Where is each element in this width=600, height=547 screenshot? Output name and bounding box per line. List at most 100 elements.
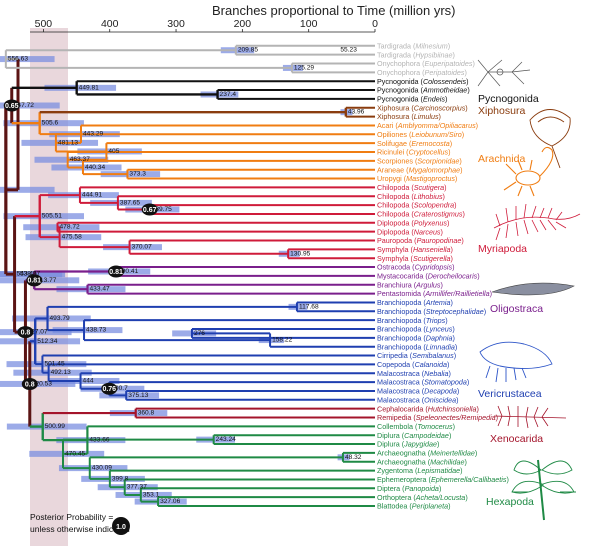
node-age-label: 478.72	[60, 224, 81, 231]
taxon-label: Branchiopoda (Limnadia)	[377, 342, 457, 351]
node-age-label: 158.22	[272, 337, 293, 344]
node-age-label: 493.79	[50, 315, 71, 322]
axis-title: Branches proportional to Time (million y…	[212, 3, 455, 18]
confidence-bar	[99, 392, 160, 399]
clade-label: Xenocarida	[490, 433, 543, 445]
confidence-bar	[196, 436, 235, 443]
taxon-label: Tardigrada (Milnesium)	[377, 41, 450, 50]
confidence-bar	[48, 192, 119, 199]
posterior-badges: 0.650.670.810.810.80.80.76	[3, 99, 158, 395]
confidence-bar	[100, 171, 161, 178]
posterior-value: 0.8	[21, 330, 31, 337]
tree-branches	[4, 44, 375, 507]
node-age-label: 130.95	[290, 250, 311, 257]
taxon-label: Chilopoda (Scutigera)	[377, 183, 447, 192]
node-age-label: 543.46	[17, 271, 38, 278]
posterior-badge	[21, 377, 38, 390]
node-age-label: 55.23	[340, 47, 357, 54]
posterior-value: 0.8	[25, 381, 35, 388]
taxon-label: Copepoda (Calanoida)	[377, 360, 449, 369]
legend-line-2: unless otherwise indicated	[30, 524, 130, 534]
taxon-label: Pycnogonida (Ammotheidae)	[377, 86, 470, 95]
posterior-badge	[26, 274, 43, 287]
clade-label: Myriapoda	[478, 243, 527, 255]
confidence-bar	[0, 56, 55, 63]
node-age-label: 481.13	[58, 139, 79, 146]
taxon-label: Pauropoda (Pauropodinae)	[377, 236, 464, 245]
taxon-label: Ephemeroptera (Ephemerella/Callibaetis)	[377, 475, 509, 484]
taxon-label: Malacostraca (Oniscidea)	[377, 395, 459, 404]
taxon-label: Tardigrada (Hypsibiinae)	[377, 50, 455, 59]
taxon-label: Xiphosura (Limulus)	[377, 112, 441, 121]
node-age-label: 339.75	[152, 206, 173, 213]
posterior-value: 0.67	[143, 207, 157, 214]
confidence-bar	[12, 315, 91, 322]
clade-labels: PycnogonidaXiphosuraArachnidaMyriapodaOl…	[478, 93, 543, 508]
taxon-label: Diplopoda (Narceus)	[377, 227, 443, 236]
ostracod-illustration	[491, 282, 575, 296]
taxon-label: Collembola (Tomocerus)	[377, 422, 455, 431]
confidence-bar	[52, 327, 123, 334]
node-age-label: 405	[108, 148, 119, 155]
node-age-label: 500.99	[45, 423, 66, 430]
taxon-label: Onychophora (Peripatoides)	[377, 68, 467, 77]
node-age-label: 443.29	[83, 131, 104, 138]
remipede-illustration	[493, 405, 567, 429]
confidence-bar	[109, 410, 168, 417]
node-age-label: 373.3	[129, 171, 146, 178]
node-age-label: 400.7	[111, 385, 128, 392]
taxon-label: Chilopoda (Craterostigmus)	[377, 210, 465, 219]
node-age-label: 387.65	[120, 199, 141, 206]
taxon-label: Diplura (Japygidae)	[377, 440, 439, 449]
confidence-bar	[103, 244, 162, 251]
taxon-label: Solifugae (Eremocosta)	[377, 139, 452, 148]
horseshoe-crab-illustration	[529, 109, 571, 169]
node-age-label: 375.13	[128, 392, 149, 399]
legend-badge	[112, 517, 130, 535]
node-age-label: 444.91	[82, 192, 103, 199]
node-age-label: 527.07	[27, 329, 48, 336]
axis-tick-label: 200	[234, 18, 252, 30]
confidence-bar	[0, 102, 60, 109]
confidence-bar	[115, 491, 172, 498]
taxon-label: Diptera (Panopoida)	[377, 484, 441, 493]
taxon-label: Uropygi (Mastigoproctus)	[377, 174, 457, 183]
node-age-label: 556.63	[8, 56, 29, 63]
node-age-label: 444	[83, 377, 94, 384]
crustacean-illustration	[479, 341, 553, 383]
node-age-label: 327.06	[160, 498, 181, 505]
confidence-bar	[56, 286, 126, 293]
posterior-badge	[101, 382, 118, 395]
taxon-label: Acari (Amblyomma/Opiliacarus)	[377, 121, 478, 130]
confidence-bar	[0, 186, 55, 193]
node-age-label: 237.4	[220, 91, 237, 98]
node-age-label: 125.29	[294, 64, 315, 71]
legend-line-1: Posterior Probability =	[30, 512, 113, 522]
posterior-badge	[17, 326, 34, 339]
posterior-value: 0.81	[27, 278, 41, 285]
confidence-bar	[13, 369, 92, 376]
taxon-labels: Tardigrada (Milnesium)Tardigrada (Hypsib…	[377, 41, 509, 510]
confidence-bar	[0, 271, 63, 278]
taxon-label: Pentastomida (Armillifer/Raillietiella)	[377, 289, 492, 298]
node-age-label: 353.1	[143, 491, 160, 498]
taxon-label: Chilopoda (Scolopendra)	[377, 201, 457, 210]
node-age-label: 520.53	[32, 380, 53, 387]
node-age-label: 430.09	[92, 465, 113, 472]
confidence-bar	[48, 377, 120, 384]
node-age-label: 209.85	[238, 47, 259, 54]
clade-label: Xiphosura	[478, 105, 525, 117]
node-age-label: 547.72	[14, 102, 35, 109]
node-age-label: 433.66	[89, 437, 110, 444]
scorpion-illustration	[503, 146, 554, 197]
node-age-label: 399.8	[112, 475, 129, 482]
legend-badge-value: 1.0	[116, 524, 126, 531]
taxon-label: Opiliones (Leiobunum/Siro)	[377, 130, 464, 139]
taxon-label: Orthoptera (Acheta/Locusta)	[377, 493, 468, 502]
taxon-label: Symphyla (Scutigerella)	[377, 254, 453, 263]
taxon-label: Cephalocarida (Hutchinsoniella)	[377, 404, 479, 413]
node-age-label: 505.51	[42, 213, 63, 220]
taxon-label: Onychophora (Euperipatoides)	[377, 59, 475, 68]
